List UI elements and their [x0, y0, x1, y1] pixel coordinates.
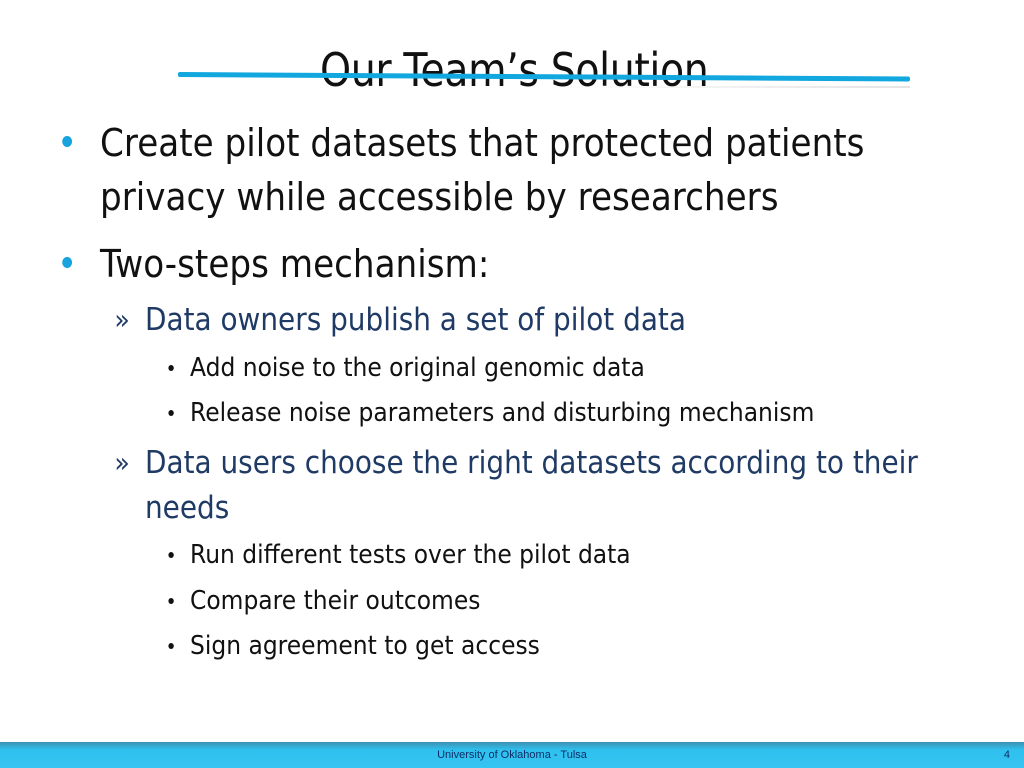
bullet-text: Release noise parameters and disturbing … [190, 398, 815, 428]
slide-footer: University of Oklahoma - Tulsa 4 [0, 742, 1024, 768]
bullet-dot-icon [168, 643, 174, 649]
double-chevron-icon: » [114, 446, 130, 479]
bullet-text: privacy while accessible by researchers [100, 175, 779, 219]
bullet-level3: Sign agreement to get access [168, 628, 540, 664]
bullet-text: Create pilot datasets that protected pat… [100, 121, 865, 165]
bullet-level3: Add noise to the original genomic data [168, 350, 645, 386]
bullet-text: needs [145, 490, 230, 526]
double-chevron-icon: » [114, 303, 130, 336]
bullet-level1: Two-steps mechanism: [62, 237, 490, 291]
bullet-text: Data users choose the right datasets acc… [145, 445, 918, 481]
bullet-text: Sign agreement to get access [190, 631, 540, 661]
bullet-level3: Compare their outcomes [168, 583, 481, 619]
bullet-dot-icon [62, 257, 73, 268]
footer-institution: University of Oklahoma - Tulsa [437, 749, 587, 761]
page-number: 4 [1003, 749, 1010, 761]
bullet-level2: » Data owners publish a set of pilot dat… [114, 298, 686, 342]
bullet-text: Data owners publish a set of pilot data [145, 302, 686, 338]
slide-content: Create pilot datasets that protected pat… [62, 116, 918, 664]
bullet-level3: Run different tests over the pilot data [168, 537, 631, 573]
bullet-dot-icon [62, 136, 73, 147]
bullet-level1-continuation: privacy while accessible by researchers [100, 170, 779, 224]
bullet-level1: Create pilot datasets that protected pat… [62, 116, 865, 170]
bullet-dot-icon [168, 410, 174, 416]
bullet-text: Add noise to the original genomic data [190, 353, 645, 383]
bullet-level3: Release noise parameters and disturbing … [168, 395, 815, 431]
bullet-dot-icon [168, 598, 174, 604]
bullet-text: Run different tests over the pilot data [190, 540, 631, 570]
bullet-level2: » Data users choose the right datasets a… [114, 441, 918, 485]
bullet-text: Compare their outcomes [190, 586, 481, 616]
bullet-dot-icon [168, 552, 174, 558]
title-underline-shadow [545, 86, 910, 88]
bullet-text: Two-steps mechanism: [100, 242, 490, 286]
bullet-level2-continuation: needs [145, 486, 229, 530]
bullet-dot-icon [168, 365, 174, 371]
